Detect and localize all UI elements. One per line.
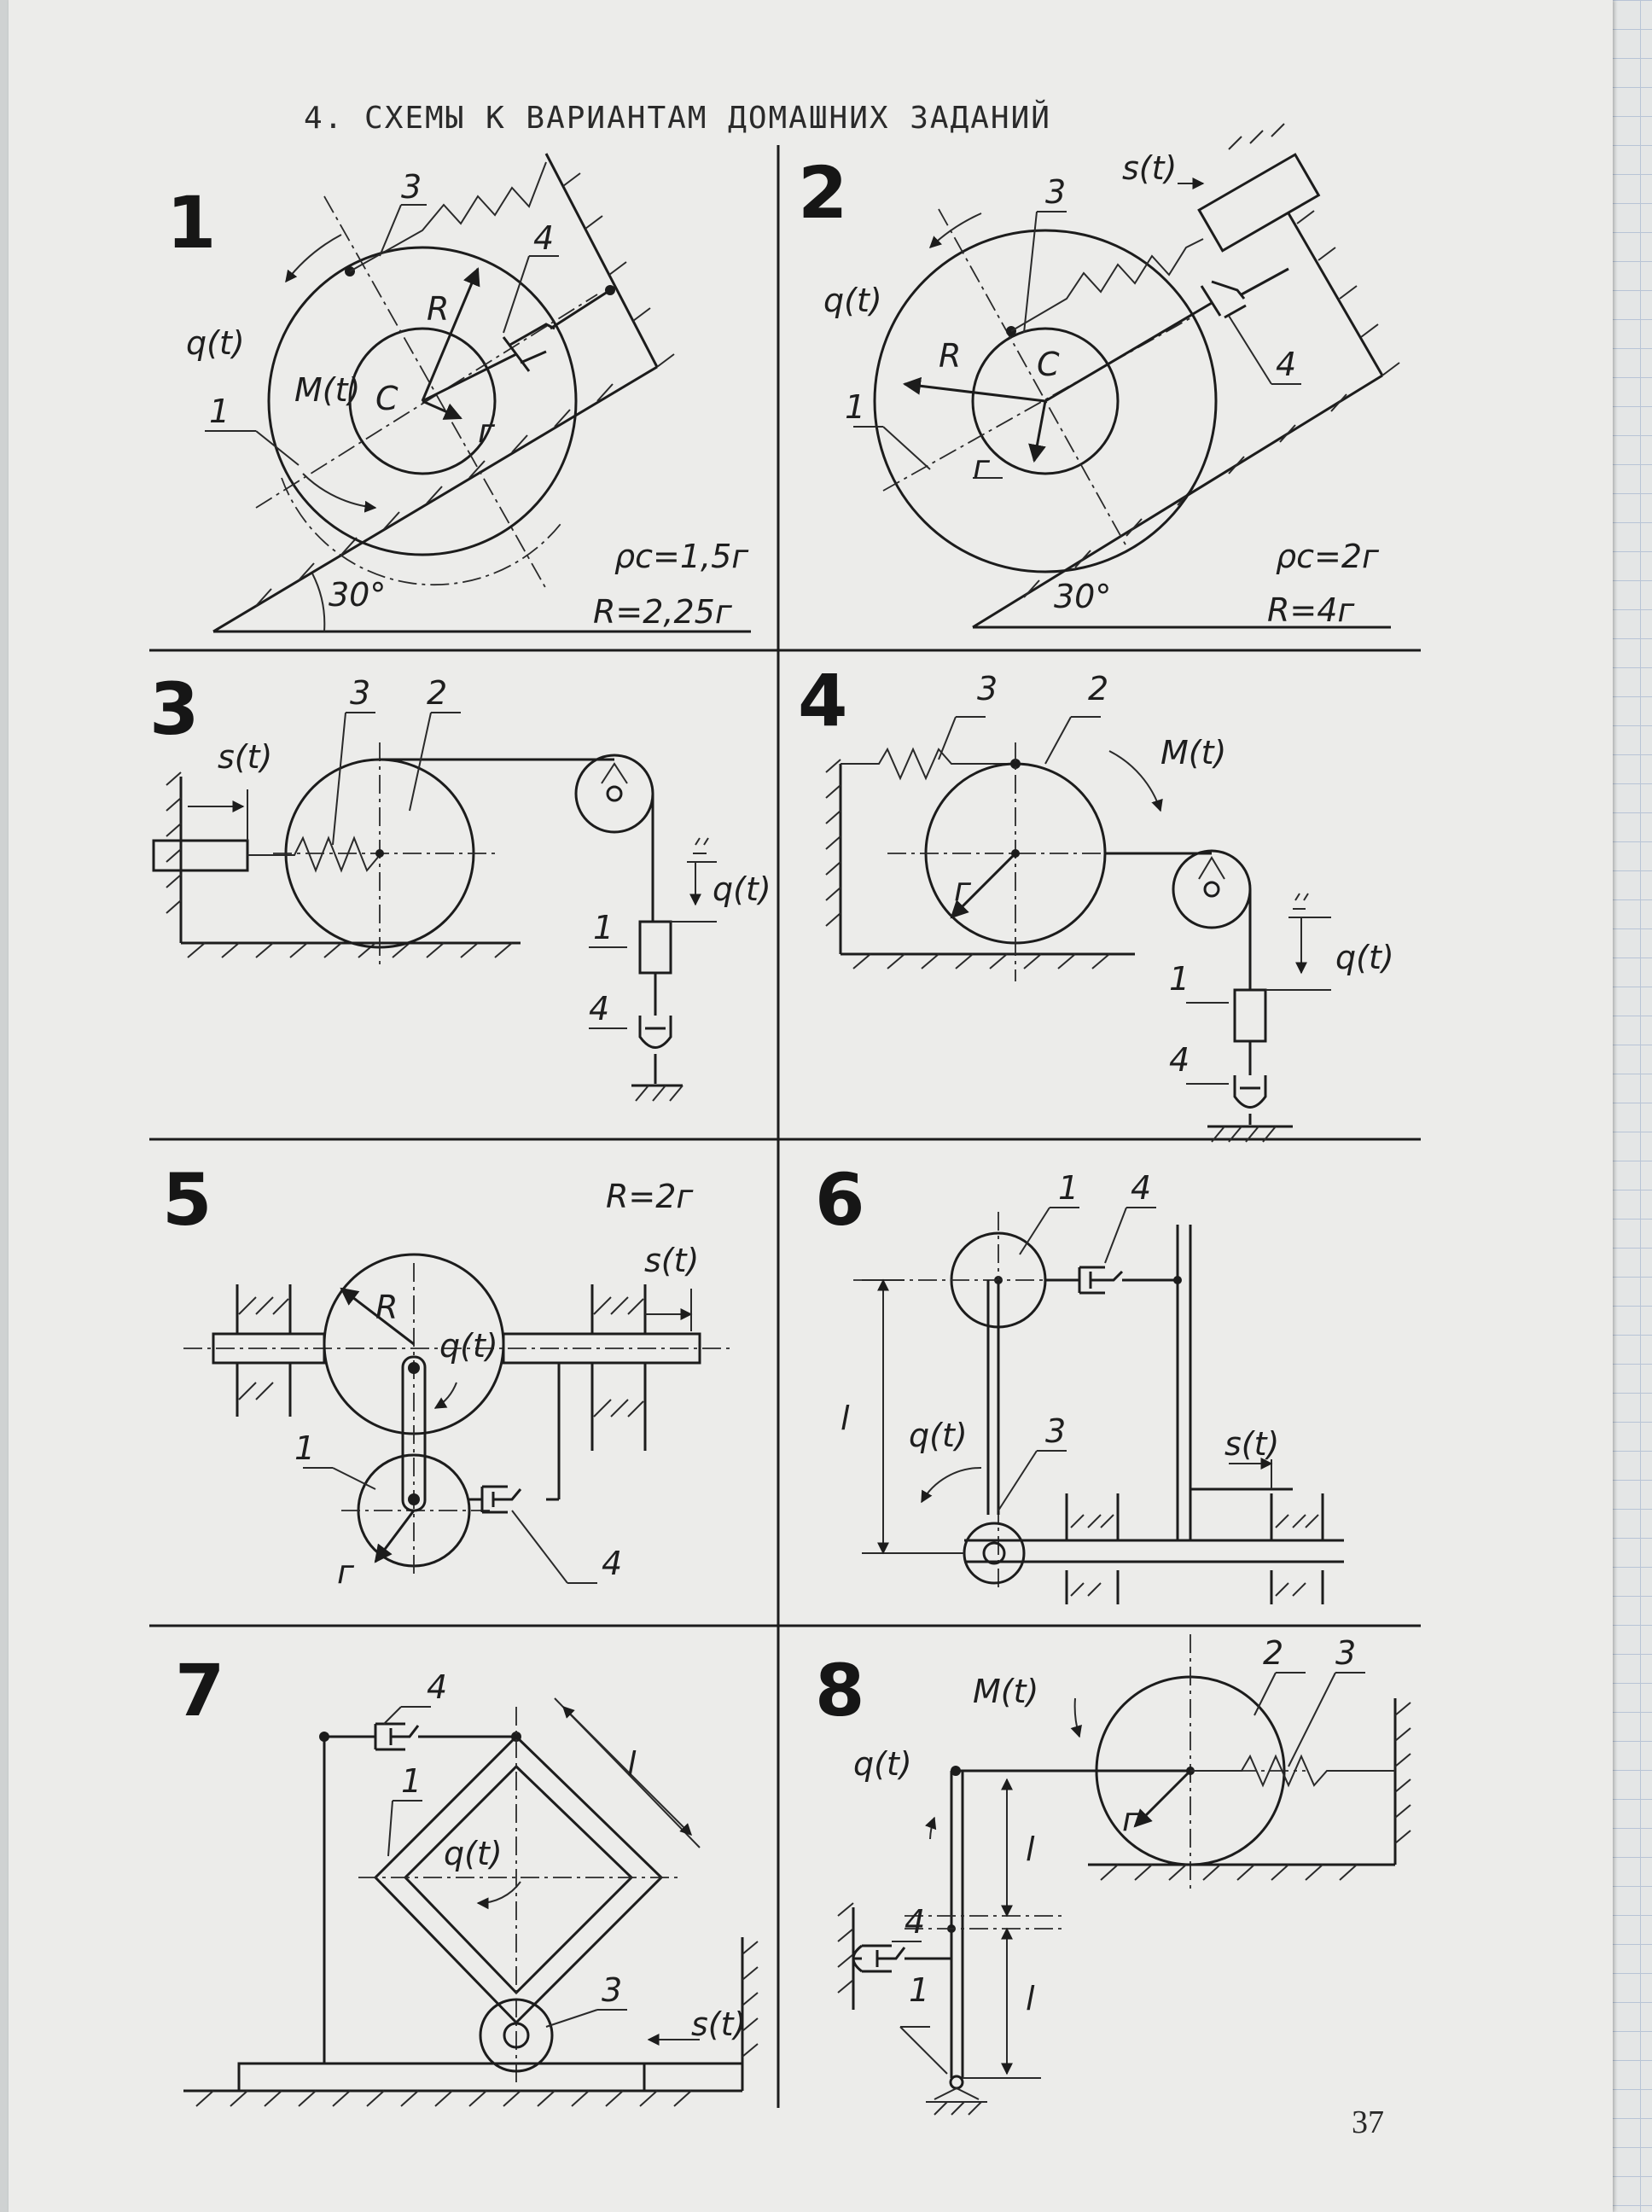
- label-3: 3: [1045, 173, 1066, 211]
- scheme-number: 3: [149, 667, 199, 751]
- label-q: q(t): [713, 870, 771, 908]
- label-s: s(t): [644, 1242, 699, 1279]
- scheme-number: 5: [162, 1158, 212, 1242]
- label-2: 2: [1263, 1634, 1283, 1672]
- label-4: 4: [602, 1545, 622, 1582]
- label-4: 4: [1131, 1169, 1151, 1207]
- label-1: 1: [909, 1971, 929, 2009]
- label-1: 1: [845, 388, 865, 426]
- label-1: 1: [294, 1429, 315, 1467]
- scheme-number: 4: [798, 659, 847, 742]
- label-length: l: [627, 1745, 637, 1783]
- scheme-number: 6: [815, 1158, 864, 1242]
- label-4: 4: [589, 990, 609, 1027]
- label-angle: 30°: [1054, 578, 1111, 615]
- label-moment: M(t): [973, 1673, 1038, 1710]
- label-moment: M(t): [294, 371, 360, 409]
- label-param1: ρc=2г: [1276, 538, 1380, 575]
- label-4: 4: [427, 1668, 447, 1706]
- scheme-number: 7: [175, 1649, 224, 1732]
- label-3: 3: [602, 1971, 622, 2009]
- label-r: г: [1122, 1801, 1140, 1838]
- page-title: 4. СХЕМЫ К ВАРИАНТАМ ДОМАШНИХ ЗАДАНИЙ: [304, 101, 1051, 136]
- label-param1: ρc=1,5г: [614, 538, 749, 575]
- label-r: г: [337, 1553, 355, 1591]
- label-R: R: [427, 290, 449, 328]
- label-1: 1: [1169, 960, 1190, 998]
- label-3: 3: [401, 168, 422, 206]
- label-q: q(t): [909, 1417, 968, 1454]
- label-length-1: l: [1026, 1831, 1035, 1868]
- scheme-5: 5 R=2г R q(t) s(t) г 1 4: [162, 1158, 734, 1591]
- label-q: q(t): [186, 324, 245, 362]
- scheme-6: 6 l q(t) s(t) 1 3 4: [815, 1158, 1344, 1604]
- scheme-8: 8 M(t) q(t): [815, 1634, 1411, 2116]
- label-q: q(t): [439, 1327, 498, 1365]
- label-param2: R=4г: [1267, 591, 1355, 629]
- label-4: 4: [1169, 1041, 1190, 1079]
- label-R: R: [939, 337, 961, 375]
- label-q: q(t): [1335, 939, 1394, 976]
- textbook-page: [9, 0, 1613, 2212]
- label-s: s(t): [218, 738, 272, 776]
- label-moment: M(t): [1160, 734, 1226, 771]
- scheme-3: 3 s(t) q(t) 1 2 3: [149, 667, 771, 1102]
- label-q: q(t): [444, 1835, 503, 1872]
- label-q: q(t): [853, 1745, 912, 1783]
- label-param2: R=2,25г: [593, 593, 733, 631]
- label-r: г: [954, 870, 972, 908]
- label-param: R=2г: [606, 1178, 694, 1215]
- scheme-1: 1 q(t) M(t) C R г: [166, 153, 751, 633]
- label-length-2: l: [1026, 1980, 1035, 2017]
- label-center: C: [1037, 346, 1060, 383]
- label-1: 1: [1058, 1169, 1079, 1207]
- label-angle: 30°: [329, 576, 386, 614]
- label-1: 1: [593, 909, 614, 946]
- scheme-number: 2: [798, 151, 847, 235]
- page-number: 37: [1352, 2104, 1384, 2140]
- label-3: 3: [1335, 1634, 1356, 1672]
- label-r: г: [973, 448, 991, 486]
- label-length: l: [841, 1400, 850, 1437]
- label-s: s(t): [1122, 149, 1177, 187]
- scheme-7: 7 l q(t) s(t) 1 3 4: [175, 1649, 759, 2107]
- label-3: 3: [1045, 1412, 1066, 1450]
- label-2: 2: [1088, 670, 1108, 707]
- label-2: 2: [427, 674, 447, 712]
- label-center: C: [375, 380, 398, 417]
- label-q: q(t): [823, 282, 882, 319]
- label-1: 1: [401, 1762, 422, 1800]
- scheme-4: 4 M(t) q(t) г 1 2: [798, 659, 1394, 1143]
- label-R: R: [375, 1289, 398, 1326]
- label-s: s(t): [1224, 1425, 1279, 1463]
- label-s: s(t): [691, 2005, 746, 2043]
- label-3: 3: [977, 670, 998, 707]
- label-3: 3: [350, 674, 370, 712]
- grid-lines: [149, 145, 1421, 2108]
- label-4: 4: [533, 219, 554, 257]
- label-4: 4: [1276, 346, 1296, 383]
- scheme-number: 1: [166, 181, 216, 265]
- scheme-2: 2 q(t) s(t) C R г 1 3: [798, 123, 1400, 629]
- label-1: 1: [209, 393, 230, 430]
- label-r: г: [478, 412, 496, 450]
- scheme-number: 8: [815, 1649, 864, 1732]
- label-4: 4: [905, 1903, 925, 1941]
